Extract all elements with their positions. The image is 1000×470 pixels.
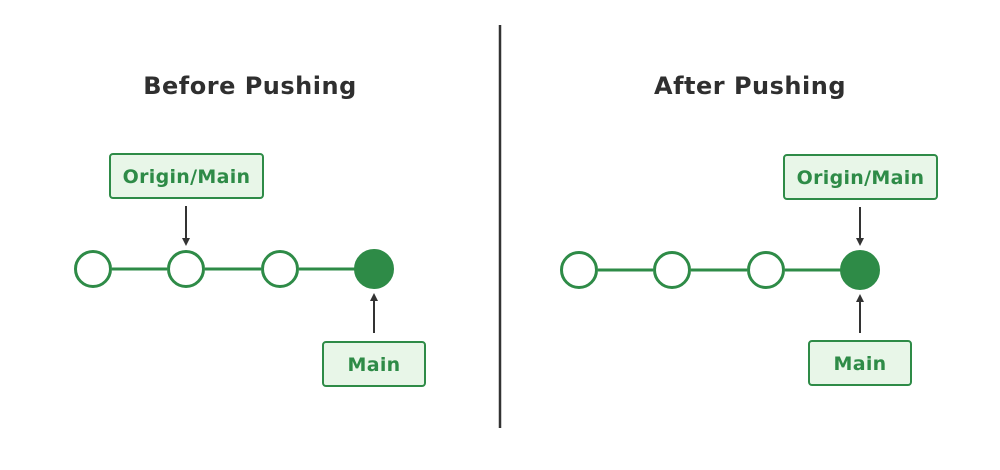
main-box	[322, 341, 426, 387]
origin-main-box	[783, 154, 938, 200]
origin-main-text: Origin/Main	[123, 166, 251, 188]
commit-node	[74, 250, 112, 288]
main-label: Main	[322, 341, 426, 387]
panel-before: Before Pushing Origin/Main Main	[74, 72, 426, 387]
origin-main-label: Origin/Main	[109, 153, 264, 199]
commit-node-head	[354, 249, 394, 289]
main-text: Main	[834, 353, 887, 375]
panel-title-before: Before Pushing	[143, 72, 357, 100]
main-label: Main	[808, 340, 912, 386]
commit-chain	[560, 250, 880, 290]
commit-node	[261, 250, 299, 288]
origin-main-label: Origin/Main	[783, 154, 938, 200]
commit-node-head	[840, 250, 880, 290]
commit-node	[653, 251, 691, 289]
panel-title-after: After Pushing	[654, 72, 846, 100]
commit-node	[560, 251, 598, 289]
origin-main-box	[109, 153, 264, 199]
origin-main-text: Origin/Main	[797, 167, 925, 189]
commit-chain	[74, 249, 394, 289]
main-text: Main	[348, 354, 401, 376]
main-box	[808, 340, 912, 386]
commit-node	[747, 251, 785, 289]
panel-after: After Pushing Origin/Main Main	[560, 72, 938, 386]
commit-node	[167, 250, 205, 288]
